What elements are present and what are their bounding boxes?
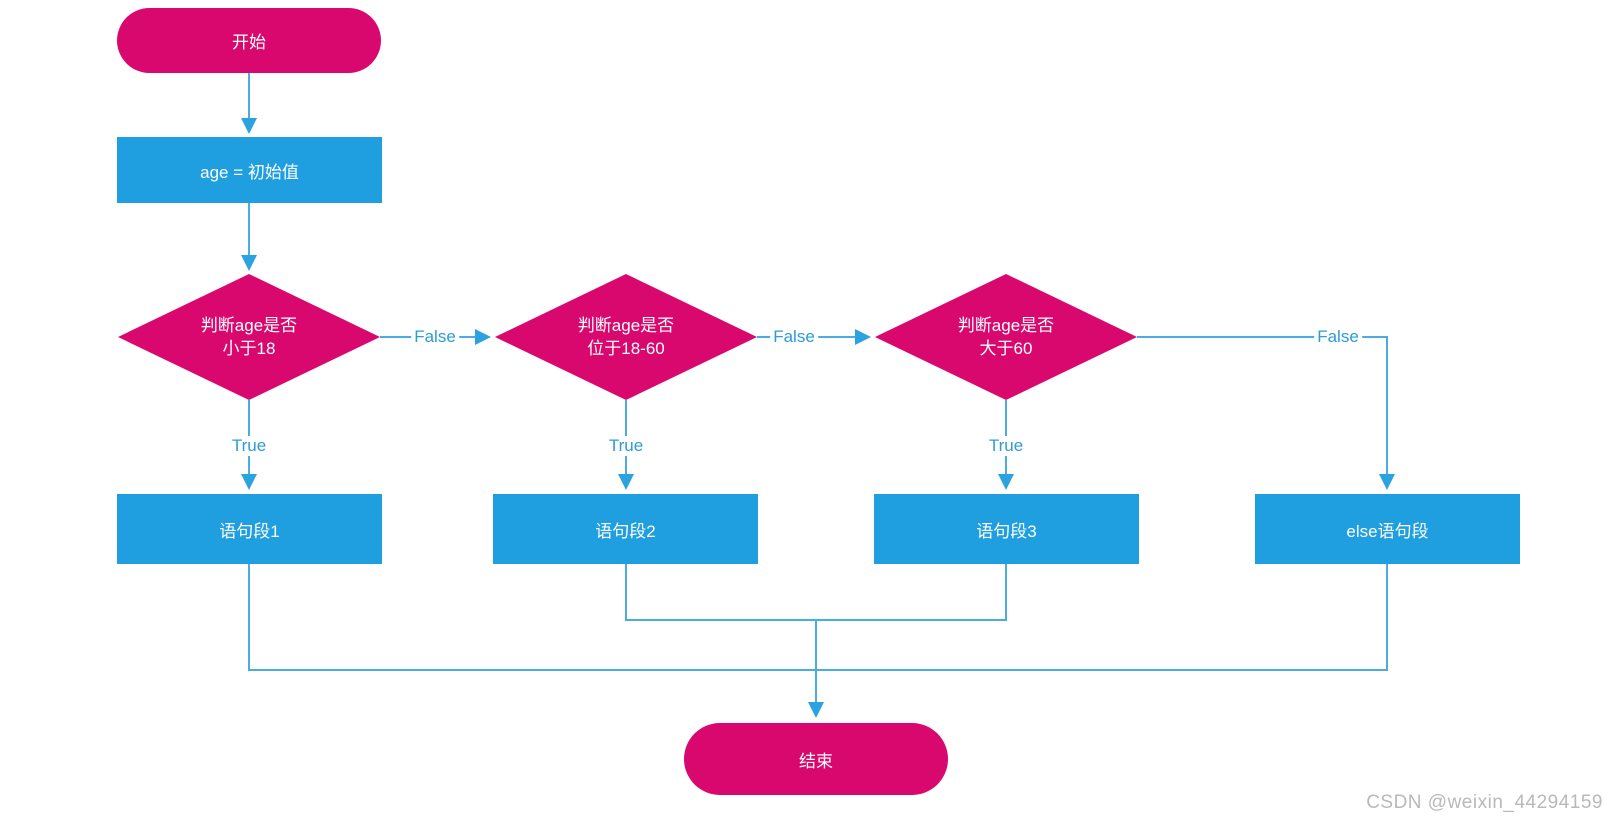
process-stmt1: 语句段1	[117, 494, 382, 564]
process-age-init: age = 初始值	[117, 137, 382, 203]
process-stmt2: 语句段2	[493, 494, 758, 564]
diamond-shape	[118, 274, 380, 400]
start-node: 开始	[117, 8, 381, 73]
edge-label-true-2: True	[605, 436, 647, 456]
edge-false-cond3-to-else	[1137, 336, 1395, 490]
edge-label-false-1: False	[411, 327, 459, 347]
edge-label-true-3: True	[985, 436, 1027, 456]
process-stmt3: 语句段3	[874, 494, 1139, 564]
watermark: CSDN @weixin_44294159	[1366, 792, 1603, 813]
process-age-init-label: age = 初始值	[200, 162, 299, 182]
edge-label-true-1: True	[228, 436, 270, 456]
process-else-label: else语句段	[1346, 521, 1429, 541]
diamond-shape	[875, 274, 1137, 400]
process-stmt2-label: 语句段2	[595, 521, 656, 541]
decision-age-18-60: 判断age是否 位于18-60	[495, 274, 757, 400]
decision-age-under-18-label: 判断age是否 小于18	[200, 316, 298, 358]
decision-age-18-60-label: 判断age是否 位于18-60	[577, 316, 675, 358]
decision-age-under-18: 判断age是否 小于18	[118, 274, 380, 400]
decision-age-over-60: 判断age是否 大于60	[875, 274, 1137, 400]
edge-label-false-2: False	[770, 327, 818, 347]
end-node: 结束	[684, 723, 948, 795]
process-else: else语句段	[1255, 494, 1520, 564]
edge-merge-stmt2-stmt3	[625, 564, 1007, 621]
end-label: 结束	[799, 751, 833, 771]
edge-merge-stmt1-else	[248, 564, 1388, 671]
diamond-shape	[495, 274, 757, 400]
process-stmt1-label: 语句段1	[219, 521, 280, 541]
process-stmt3-label: 语句段3	[976, 521, 1037, 541]
edge-label-false-3: False	[1314, 327, 1362, 347]
decision-age-over-60-label: 判断age是否 大于60	[957, 316, 1055, 358]
start-label: 开始	[232, 33, 266, 52]
